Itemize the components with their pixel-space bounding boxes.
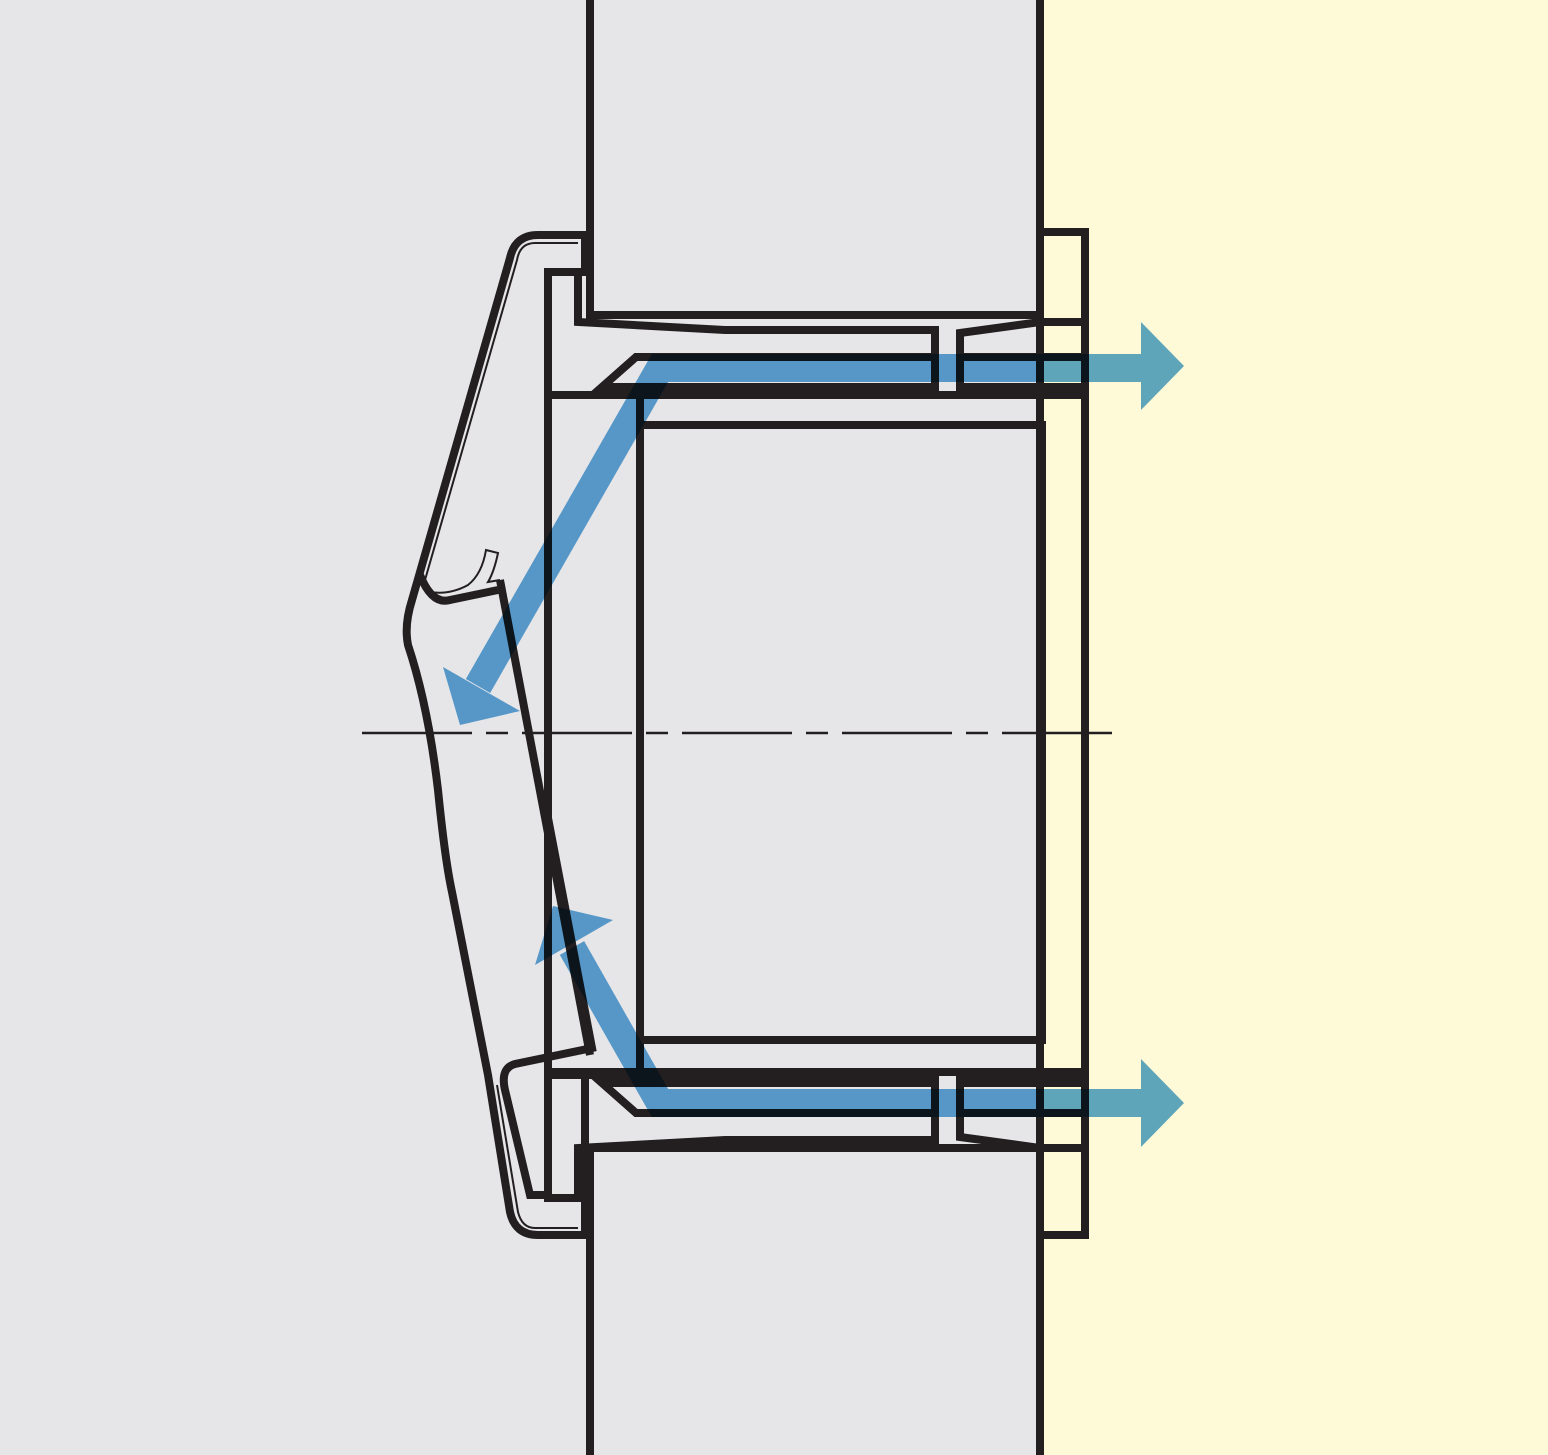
upper-flow-arrow <box>465 354 1145 693</box>
lower-flow-arrowhead <box>535 906 613 965</box>
front-cover <box>402 231 597 1239</box>
wall-upper <box>586 0 1044 319</box>
lower-flow-arrow <box>559 941 1145 1117</box>
airflow-arrows <box>443 322 1184 1147</box>
exterior-side <box>1040 0 1548 1455</box>
interior-side <box>0 0 590 1455</box>
wall-lower <box>586 1144 1044 1455</box>
lower-outlet-arrow <box>1141 1059 1184 1147</box>
upper-outlet-arrow <box>1141 322 1184 410</box>
upper-flow-arrowhead <box>443 667 520 725</box>
